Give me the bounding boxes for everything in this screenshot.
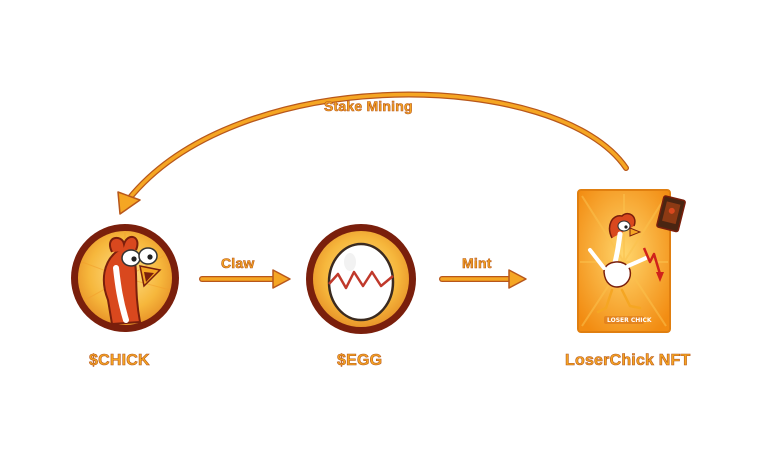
nft-card-icon [577, 189, 686, 333]
stake-mining-arrow [117, 91, 629, 215]
chick-coin-icon [71, 224, 179, 332]
mint-arrow [439, 269, 527, 289]
egg-node-label: $EGG [337, 352, 383, 370]
mint-label: Mint [462, 255, 492, 272]
claw-label: Claw [221, 255, 255, 272]
stake-mining-label: Stake Mining [324, 98, 413, 115]
cracked-egg-coin-icon [306, 224, 416, 334]
claw-arrow [199, 269, 291, 289]
nft-node-label: LoserChick NFT [565, 352, 691, 370]
nft-card-text: LOSER CHICK [607, 317, 652, 324]
chick-node-label: $CHICK [89, 352, 150, 370]
